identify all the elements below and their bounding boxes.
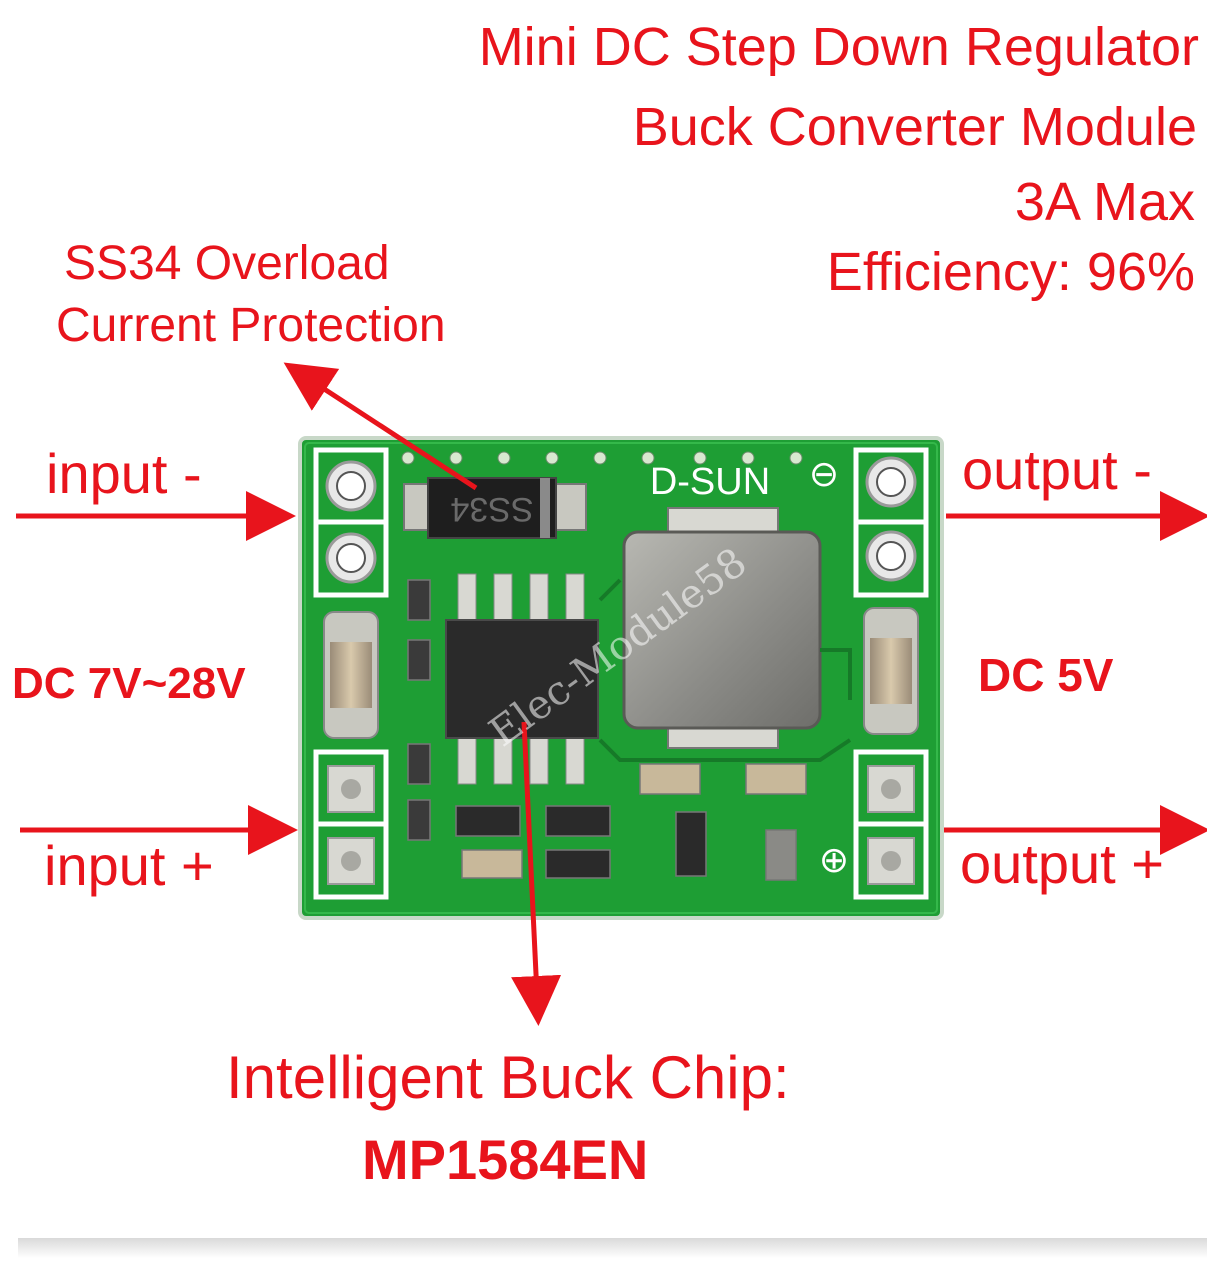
label-output-voltage: DC 5V	[978, 649, 1114, 701]
terminal-input-minus	[313, 447, 389, 598]
arrow-chip	[511, 721, 562, 1026]
arrow-ss34	[283, 362, 478, 491]
terminal-output-plus	[853, 749, 929, 900]
chip-callout-line2: MP1584EN	[362, 1128, 649, 1191]
heading-subtitle: Buck Converter Module	[632, 97, 1197, 157]
label-input-voltage: DC 7V~28V	[12, 659, 246, 708]
via-row	[401, 451, 803, 465]
minus-symbol: ⊖	[809, 454, 839, 495]
bottom-shadow	[18, 1238, 1207, 1258]
label-input-minus: input -	[46, 442, 202, 505]
label-output-minus: output -	[962, 438, 1152, 501]
label-output-plus: output +	[960, 832, 1164, 895]
mp1584en-chip	[445, 573, 599, 785]
chip-callout-line1: Intelligent Buck Chip:	[226, 1044, 790, 1111]
terminal-input-plus	[313, 749, 389, 900]
annotation-arrows	[16, 362, 1207, 1026]
inductor	[622, 507, 822, 749]
pcb-traces	[598, 578, 852, 762]
ss34-diode-marking: SS34	[450, 490, 533, 528]
output-capacitor	[863, 607, 919, 735]
ss34-callout-line1: SS34 Overload	[64, 237, 390, 290]
terminal-output-minus	[853, 447, 929, 598]
heading-title: Mini DC Step Down Regulator	[478, 17, 1199, 77]
smd-components	[407, 579, 807, 881]
label-input-plus: input +	[44, 834, 214, 897]
plus-symbol: ⊕	[819, 840, 849, 881]
ss34-callout-line2: Current Protection	[56, 299, 446, 352]
brand-marking: D-SUN	[650, 461, 770, 503]
ss34-diode	[403, 477, 587, 539]
heading-efficiency: Efficiency: 96%	[826, 242, 1195, 302]
input-capacitor	[323, 611, 379, 739]
heading-max-current: 3A Max	[1014, 172, 1195, 232]
